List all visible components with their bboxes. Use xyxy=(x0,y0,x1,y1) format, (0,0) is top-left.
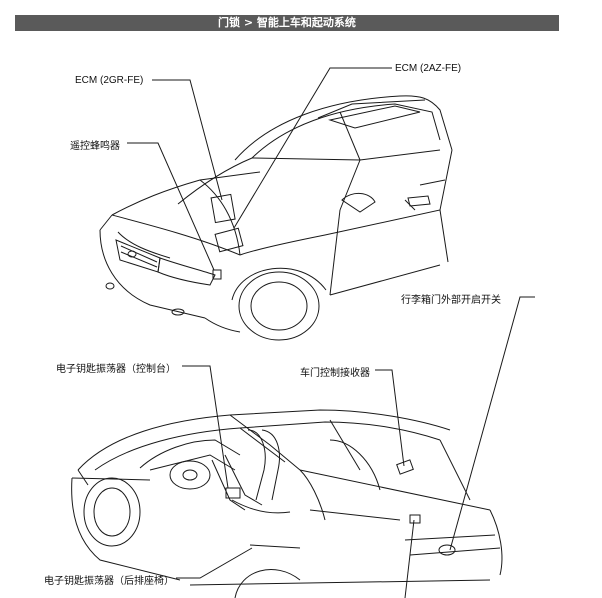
breadcrumb: 门锁 > 智能上车和起动系统 xyxy=(218,16,356,29)
callout-trunk-opener-switch: 行李箱门外部开启开关 xyxy=(401,295,501,306)
leader-lines-bottom xyxy=(176,365,415,598)
interior-car-illustration xyxy=(71,409,503,598)
breadcrumb-bar: 门锁 > 智能上车和起动系统 xyxy=(15,15,559,31)
callout-ecm-2grfe: ECM (2GR-FE) xyxy=(75,75,144,86)
leader-lines-top xyxy=(127,67,535,551)
callout-door-control-receiver: 车门控制接收器 xyxy=(300,368,370,379)
exterior-car-illustration xyxy=(99,95,453,341)
callout-remote-buzzer: 遥控蜂鸣器 xyxy=(70,141,120,152)
callout-key-oscillator-console: 电子钥匙振荡器（控制台） xyxy=(56,364,176,375)
callout-ecm-2azfe: ECM (2AZ-FE) xyxy=(395,63,462,74)
callout-key-oscillator-rear-seat: 电子钥匙振荡器（后排座椅） xyxy=(44,576,174,587)
